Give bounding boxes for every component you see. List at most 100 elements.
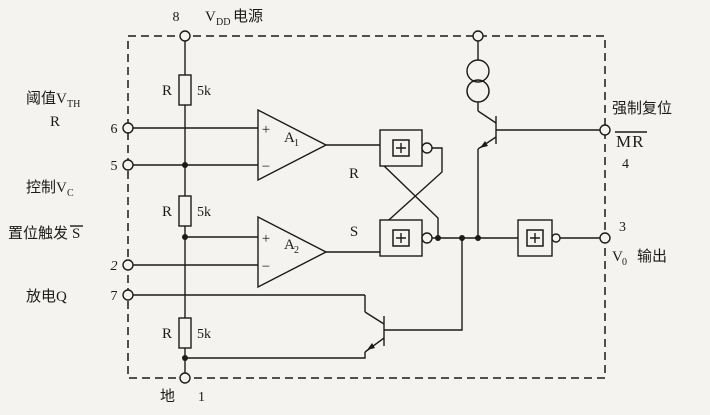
- label-threshold: 阈值V TH R 6: [26, 90, 118, 137]
- comparator-label: A: [284, 237, 295, 253]
- output-subscript: 0: [622, 257, 627, 268]
- vdd-subscript: DD: [216, 17, 230, 28]
- latch-gate-r: [379, 129, 423, 167]
- resistor-value: 5k: [197, 205, 211, 220]
- transistor-collector: [364, 311, 385, 325]
- current-source-circle-bottom: [466, 79, 490, 103]
- threshold-subscript: TH: [67, 99, 80, 110]
- label-ground: 地 1: [160, 388, 205, 405]
- resistor-body: [178, 195, 192, 227]
- minus-input-label: −: [262, 259, 270, 275]
- inversion-bubble: [421, 232, 433, 244]
- label-trigger: 置位触发 S 2: [8, 225, 118, 274]
- label-discharge: 放电Q 7: [26, 288, 118, 305]
- reset-mr: MR: [616, 132, 644, 151]
- resistor-value: 5k: [197, 84, 211, 99]
- opamp-triangle: [257, 215, 328, 289]
- comparator-label-sub: 2: [294, 245, 299, 256]
- pin8-number: 8: [173, 10, 180, 25]
- pin2-number: 2: [111, 259, 118, 274]
- trigger-text: 置位触发: [8, 225, 68, 242]
- inversion-bubble: [421, 142, 433, 154]
- emitter-arrow: [367, 343, 375, 350]
- gate-glyph-plus: [530, 233, 540, 243]
- minus-input-label: −: [262, 159, 270, 175]
- wire-to-discharge-base: [384, 238, 463, 331]
- plus-input-label: +: [262, 231, 270, 247]
- pin1-number: 1: [198, 390, 205, 405]
- label-output: 3 V 0 输出: [612, 220, 667, 268]
- junction-dots: [182, 162, 481, 361]
- output-symbol: V: [612, 249, 623, 265]
- pin4-terminal: [599, 124, 611, 136]
- resistor-r1: R 5k: [162, 74, 211, 106]
- resistor-body: [178, 317, 192, 349]
- resistor-label: R: [162, 204, 172, 220]
- inversion-bubble: [551, 233, 561, 243]
- pin5-number: 5: [111, 159, 118, 174]
- output-buffer: [517, 219, 561, 257]
- comparator-label: A: [284, 130, 295, 146]
- label-vdd: 8 V DD 电源: [173, 8, 264, 28]
- pin-terminals: [122, 30, 611, 384]
- vdd-symbol: V: [205, 9, 216, 25]
- emitter-arrow: [480, 141, 488, 148]
- label-control: 5 控制V C: [26, 159, 118, 199]
- current-source-circle-top: [466, 59, 490, 83]
- resistor-r3: R 5k: [162, 317, 211, 349]
- discharge-text: 放电Q: [26, 288, 67, 305]
- junction-divider-node: [182, 234, 188, 240]
- label-reset: 强制复位 MR 4: [612, 99, 672, 172]
- resistor-label: R: [162, 83, 172, 99]
- junction-ground-node: [182, 355, 188, 361]
- pin7-terminal: [122, 289, 134, 301]
- gate-glyph: [392, 229, 410, 247]
- gate-glyph: [526, 229, 544, 247]
- pin1-terminal: [179, 372, 191, 384]
- resistor-value: 5k: [197, 327, 211, 342]
- gate-glyph: [392, 139, 410, 157]
- resistor-r2: R 5k: [162, 195, 211, 227]
- junction-control-node: [182, 162, 188, 168]
- control-text: 控制V: [26, 179, 67, 196]
- resistor-label: R: [162, 326, 172, 342]
- output-text: 输出: [637, 248, 667, 265]
- current-source: [466, 59, 490, 103]
- pin8-terminal: [179, 30, 191, 42]
- transistor-collector: [477, 110, 497, 124]
- junction-feedback: [435, 235, 441, 241]
- latch-r-label: R: [349, 166, 359, 182]
- reset-transistor: [477, 110, 497, 150]
- comparator-a2: + − A 2: [257, 215, 328, 289]
- ground-text: 地: [160, 388, 175, 405]
- pin7-number: 7: [111, 289, 118, 304]
- rs-latch: R S: [349, 129, 433, 257]
- wires: [133, 41, 600, 373]
- threshold-r: R: [50, 114, 60, 130]
- gate-glyph-plus: [396, 233, 406, 243]
- plus-input-label: +: [262, 122, 270, 138]
- transistor-emitter: [364, 337, 385, 353]
- discharge-transistor: [364, 311, 385, 353]
- pin2-terminal: [122, 259, 134, 271]
- pin5-terminal: [122, 159, 134, 171]
- comparator-a1: + − A 1: [257, 108, 328, 182]
- wire-latch-cross-1: [379, 147, 443, 229]
- ic-outline: [127, 35, 606, 379]
- pin6-number: 6: [111, 122, 118, 137]
- junction-reset-path: [475, 235, 481, 241]
- trigger-s: S: [72, 226, 80, 242]
- vdd-text: 电源: [233, 8, 263, 25]
- comparator-label-sub: 1: [294, 138, 299, 149]
- vdd-tap-terminal: [472, 30, 484, 42]
- wire-discharge-pin: [133, 294, 366, 312]
- threshold-text: 阈值V: [26, 90, 67, 107]
- resistor-body: [178, 74, 192, 106]
- wire-emitter-ground: [185, 352, 366, 359]
- junction-discharge-drive: [459, 235, 465, 241]
- reset-text: 强制复位: [612, 99, 672, 117]
- pin3-number: 3: [619, 220, 626, 235]
- wire-latch-cross-2: [379, 161, 439, 238]
